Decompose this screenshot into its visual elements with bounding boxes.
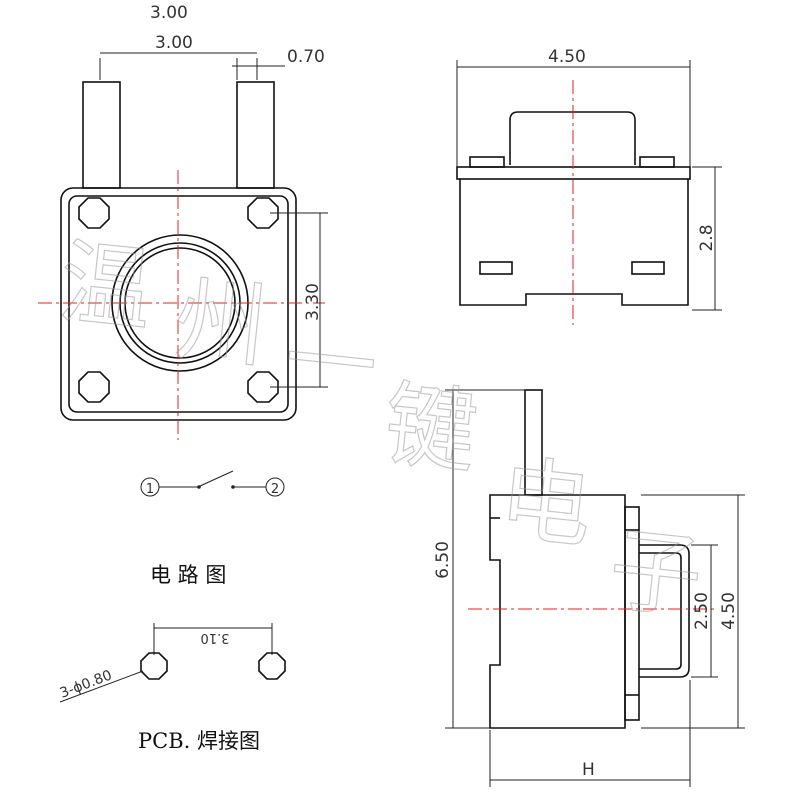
side-flange [624, 506, 640, 721]
side-actuator-inner [639, 552, 682, 670]
front-slot-right [631, 261, 665, 275]
front-tab-right [639, 156, 675, 168]
hole-top-left [78, 197, 110, 229]
contact-right [231, 485, 235, 489]
contact-left [197, 485, 201, 489]
pcb-caption: PCB. 焊接图 [138, 729, 260, 753]
dim-h: H [582, 760, 595, 780]
terminal-1-label: 1 [146, 482, 154, 497]
circuit-diagram: 1 2 电 路 图 [140, 470, 285, 587]
dim-pin-width: 0.70 [287, 47, 325, 67]
dim-top-cut: 3.00 [150, 3, 188, 23]
watermark-char: 温 [54, 229, 157, 345]
pcb-hole-right [258, 652, 286, 680]
dim-hole-spacing: 3.30 [303, 283, 323, 321]
terminal-2 [265, 477, 285, 497]
pcb-hole-left [140, 652, 168, 680]
hole-top-right [247, 197, 279, 229]
watermark-char: 电 [494, 446, 597, 562]
dim-pcb-spacing: 3.10 [201, 630, 230, 645]
dim-height: 2.8 [697, 224, 717, 251]
front-view: 4.50 2.8 [456, 47, 722, 325]
pin-right [236, 81, 275, 189]
terminal-2-label: 2 [271, 482, 279, 497]
dim-total-height: 6.50 [433, 541, 453, 579]
dim-pcb-holes: 3-ϕ0.80 [58, 667, 114, 701]
pin-left [82, 81, 121, 189]
leader-line [59, 670, 144, 703]
watermark-char: 子 [604, 516, 707, 632]
hole-bottom-left [78, 371, 110, 403]
circuit-caption: 电 路 图 [150, 563, 226, 587]
dim-body: 4.50 [719, 592, 739, 630]
top-view: 3.00 3.00 0.70 3.30 [38, 3, 328, 440]
front-tab-left [469, 156, 505, 168]
watermark-char: 州 [169, 266, 272, 382]
watermark-char: 键 [379, 371, 482, 487]
dim-width: 4.50 [548, 47, 586, 67]
front-slot-left [479, 261, 513, 275]
watermark: 温 州 一 键 电 子 [54, 228, 708, 632]
side-view: 6.50 2.50 4.50 H [433, 389, 745, 787]
hole-bottom-right [247, 371, 279, 403]
front-body [459, 179, 689, 306]
switch-lever [199, 470, 234, 487]
pcb-footprint: 3.10 3-ϕ0.80 PCB. 焊接图 [58, 623, 286, 753]
side-actuator [639, 544, 690, 678]
dim-actuator: 2.50 [692, 592, 712, 630]
dim-pin-spacing: 3.00 [155, 33, 193, 53]
watermark-char: 一 [279, 306, 382, 422]
